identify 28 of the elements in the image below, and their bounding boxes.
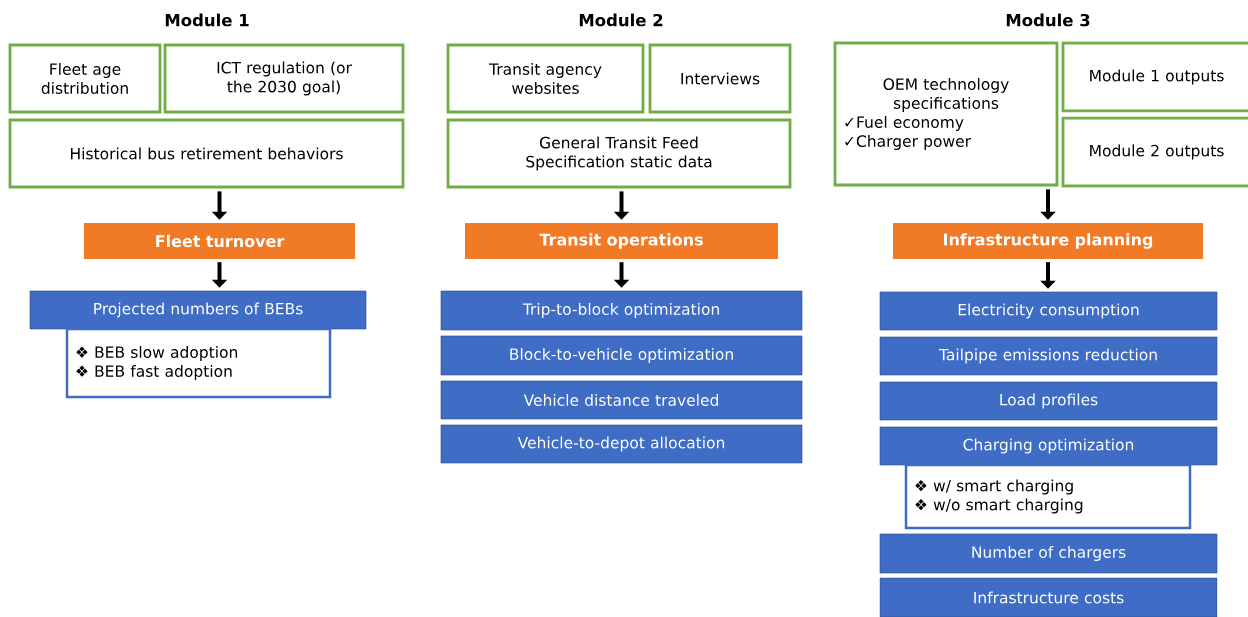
output-box: Infrastructure costs — [879, 577, 1218, 617]
input-box: General Transit Feed Specification static data — [446, 118, 792, 189]
module-heading: Module 1 — [165, 13, 249, 27]
output-box: Trip-to-block optimization — [440, 290, 803, 331]
output-box: Projected numbers of BEBs — [29, 290, 367, 330]
output-box: Number of chargers — [879, 533, 1218, 574]
input-box: OEM technology specifications ✓Fuel economy ✓Charger power — [833, 41, 1059, 187]
output-box: Charging optimization — [879, 426, 1218, 466]
input-box: Transit agency websites — [446, 43, 645, 114]
output-box: Electricity consumption — [879, 291, 1218, 331]
input-box: Interviews — [648, 43, 792, 114]
output-box: Tailpipe emissions reduction — [879, 336, 1218, 376]
output-box: Vehicle-to-depot allocation — [440, 424, 803, 464]
input-box: Module 1 outputs — [1061, 41, 1248, 113]
output-box: Vehicle distance traveled — [440, 380, 803, 420]
process-box: Infrastructure planning — [893, 223, 1203, 259]
process-box: Fleet turnover — [84, 223, 355, 259]
input-box: Module 2 outputs — [1061, 116, 1248, 188]
module-heading: Module 3 — [1006, 13, 1090, 27]
module-heading: Module 2 — [579, 13, 663, 27]
output-box: Block-to-vehicle optimization — [440, 335, 803, 376]
output-box: Load profiles — [879, 381, 1218, 421]
bullet-list-box: ❖ BEB slow adoption ❖ BEB fast adoption — [65, 327, 332, 399]
input-box: Historical bus retirement behaviors — [8, 118, 405, 189]
process-box: Transit operations — [465, 223, 778, 259]
input-box: Fleet age distribution — [8, 43, 162, 114]
bullet-list-box: ❖ w/ smart charging ❖ w/o smart charging — [904, 463, 1192, 530]
input-box: ICT regulation (or the 2030 goal) — [163, 43, 405, 114]
